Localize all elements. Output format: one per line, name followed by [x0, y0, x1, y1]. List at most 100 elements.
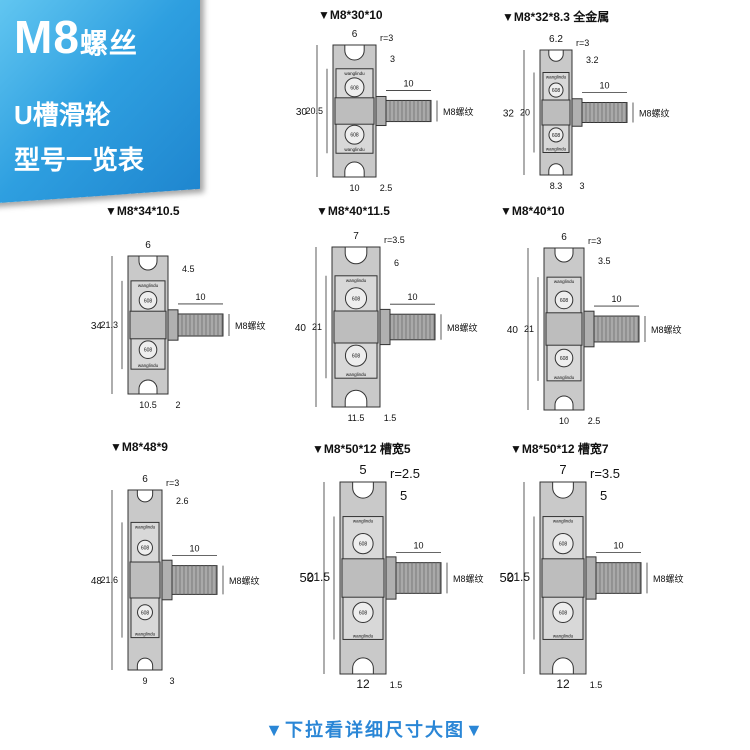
hub [333, 310, 379, 344]
bearing-ball [554, 348, 574, 368]
hub [541, 558, 585, 598]
dim-width: 11.5 [348, 413, 365, 423]
thread-label: M8螺纹 [235, 320, 266, 331]
bearing-ball [552, 532, 574, 555]
dim-radius: r=3 [588, 236, 601, 246]
bearing-brand: wanglindu [346, 278, 367, 283]
dim-sub: 21 [524, 324, 534, 334]
groove-top [352, 481, 374, 499]
dim-width: 12 [356, 677, 370, 691]
bearing-brand: wanglindu [135, 632, 156, 637]
hub [334, 97, 375, 125]
dim-sub: 21 [312, 322, 322, 332]
dim-depth: 5 [600, 488, 607, 503]
thread-label: M8螺纹 [447, 322, 478, 333]
dim-groove: 6.2 [549, 34, 563, 45]
dim-height: 32 [503, 109, 515, 120]
thread-label: M8螺纹 [443, 106, 474, 117]
dim-width: 8.3 [550, 181, 563, 191]
groove-bottom [554, 395, 574, 411]
groove-top [138, 255, 158, 271]
bearing-label: 608 [144, 348, 153, 354]
header-subtitle-2: 型号一览表 [14, 145, 145, 175]
dim-groove: 7 [559, 462, 566, 477]
pulley-title: ▼M8*32*8.3 全金属 [502, 10, 610, 24]
bearing-brand: wanglindu [553, 519, 574, 524]
bearing-label: 608 [552, 133, 561, 139]
header-text: M8螺丝 U槽滑轮 型号一览表 [0, 0, 200, 200]
dim-thread-length: 10 [413, 541, 423, 551]
bearing-label: 608 [350, 85, 359, 91]
dim-depth: 3.2 [586, 55, 599, 65]
threaded-shaft [581, 102, 628, 123]
bearing-ball [554, 290, 574, 310]
bearing-brand: wanglindu [546, 147, 567, 152]
hub [545, 312, 583, 346]
dim-depth: 3 [390, 54, 395, 64]
groove-bottom [552, 657, 574, 675]
groove-top [344, 44, 365, 61]
dim-depth: 3.5 [598, 256, 611, 266]
dim-sub: 21.6 [100, 575, 118, 585]
dim-groove: 6 [145, 240, 151, 251]
footer-link[interactable]: ▼下拉看详细尺寸大图▼ [265, 720, 485, 740]
bearing-label: 608 [141, 610, 150, 616]
dim-height: 48 [91, 576, 103, 587]
dim-flange: 1.5 [384, 413, 397, 423]
groove-bottom [548, 163, 564, 176]
groove-top [548, 49, 564, 62]
threaded-shaft [593, 315, 640, 343]
bearing-ball [352, 601, 374, 624]
bearing-ball [548, 127, 564, 143]
dim-thread-length: 10 [613, 541, 623, 551]
threaded-shaft [385, 99, 432, 123]
dim-height: 34 [91, 321, 103, 332]
dim-flange: 2.5 [380, 183, 393, 193]
pulley-title: ▼M8*30*10 [318, 8, 383, 22]
bearing-brand: wanglindu [353, 519, 374, 524]
bearing-label: 608 [559, 610, 568, 616]
dim-height: 50 [500, 570, 514, 585]
dim-width: 9 [142, 676, 147, 686]
dim-flange: 2 [175, 400, 180, 410]
header-title: M8螺丝 [14, 10, 138, 64]
dim-thread-length: 10 [189, 544, 199, 554]
groove-top [554, 247, 574, 263]
title-model: M8 [14, 11, 80, 63]
dim-width: 12 [556, 677, 570, 691]
bearing-label: 608 [352, 354, 361, 360]
dim-depth: 5 [400, 488, 407, 503]
dim-height: 50 [300, 570, 314, 585]
bearing-label: 608 [552, 88, 561, 94]
threaded-shaft [171, 565, 218, 595]
dim-depth: 2.6 [176, 496, 189, 506]
bearing-label: 608 [359, 542, 368, 548]
dim-radius: r=2.5 [390, 466, 420, 481]
dim-width: 10 [559, 416, 569, 426]
dim-groove: 5 [359, 462, 366, 477]
dim-radius: r=3 [576, 38, 589, 48]
dim-groove: 7 [353, 231, 359, 242]
bearing-ball [344, 287, 368, 310]
dim-flange: 3 [579, 181, 584, 191]
dim-sub: 21.3 [100, 320, 118, 330]
dim-flange: 1.5 [390, 680, 403, 690]
bearing-ball [352, 532, 374, 555]
dim-radius: r=3.5 [590, 466, 620, 481]
dim-groove: 6 [142, 474, 148, 485]
dim-flange: 2.5 [588, 416, 601, 426]
threaded-shaft [395, 562, 442, 594]
hub [341, 558, 385, 598]
groove-top [552, 481, 574, 499]
dim-groove: 6 [561, 232, 567, 243]
bearing-brand: wanglindu [346, 372, 367, 377]
hub [541, 99, 571, 126]
dim-radius: r=3.5 [384, 235, 405, 245]
flange [585, 556, 597, 600]
